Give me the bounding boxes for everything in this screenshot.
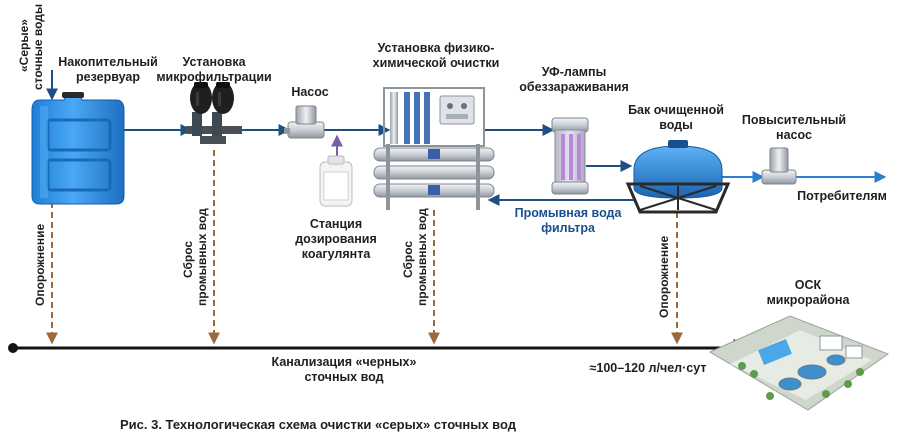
gray-water-label-line2: сточные воды bbox=[31, 4, 45, 90]
microfiltration-label-line1: Установка bbox=[182, 55, 246, 69]
process-flow-lines bbox=[46, 70, 887, 206]
clean-tank-label-line1: Бак очищенной bbox=[628, 103, 724, 117]
dosing-station bbox=[319, 155, 353, 207]
flush-pc-label-line2: промывных вод bbox=[415, 208, 429, 306]
dosing-label-line1: Станция bbox=[310, 217, 362, 231]
booster-pump-label-line2: насос bbox=[776, 128, 812, 142]
booster-pump bbox=[761, 147, 797, 185]
wash-water-label-line2: фильтра bbox=[541, 221, 596, 235]
physchem-label-line2: химической очистки bbox=[373, 56, 500, 70]
osk-treatment-plant bbox=[708, 315, 890, 411]
wash-water-label-line1: Промывная вода bbox=[515, 206, 623, 220]
microfiltration-unit bbox=[186, 82, 242, 144]
flush-mf-label-line2: промывных вод bbox=[195, 208, 209, 306]
dosing-label-line2: дозирования bbox=[295, 232, 377, 246]
labels: «Серые» сточные воды Накопительный резер… bbox=[17, 4, 887, 432]
uv-label-line2: обеззараживания bbox=[519, 80, 629, 94]
sewer-label-line1: Канализация «черных» bbox=[272, 355, 417, 369]
clean-water-tank bbox=[625, 140, 731, 214]
drain-right-label: Опорожнение bbox=[657, 236, 671, 318]
uv-label-line1: УФ-лампы bbox=[542, 65, 607, 79]
physchem-label-line1: Установка физико- bbox=[378, 41, 495, 55]
osk-label-line1: ОСК bbox=[795, 278, 822, 292]
sewer-lines bbox=[8, 150, 752, 357]
osk-label-line2: микрорайона bbox=[767, 293, 851, 307]
microfiltration-label-line2: микрофильтрации bbox=[156, 70, 271, 84]
flow-rate-label: ≈100–120 л/чел·сут bbox=[590, 361, 707, 375]
storage-tank-label-line1: Накопительный bbox=[58, 55, 158, 69]
sewer-label-line2: сточных вод bbox=[304, 370, 383, 384]
pump-label: Насос bbox=[291, 85, 328, 99]
storage-tank bbox=[31, 92, 125, 205]
storage-tank-label-line2: резервуар bbox=[76, 70, 140, 84]
flush-pc-label-line1: Сброс bbox=[401, 241, 415, 278]
consumers-label: Потребителям bbox=[797, 189, 887, 203]
clean-tank-label-line2: воды bbox=[659, 118, 693, 132]
dosing-label-line3: коагулянта bbox=[302, 247, 372, 261]
gray-water-label-line1: «Серые» bbox=[17, 19, 31, 72]
drain-left-label: Опорожнение bbox=[33, 224, 47, 306]
booster-pump-label-line1: Повысительный bbox=[742, 113, 846, 127]
physchem-unit bbox=[373, 87, 495, 210]
pump bbox=[284, 105, 325, 139]
figure-caption: Рис. 3. Технологическая схема очистки «с… bbox=[120, 417, 517, 432]
uv-lamp bbox=[551, 117, 589, 195]
flush-mf-label-line1: Сброс bbox=[181, 241, 195, 278]
